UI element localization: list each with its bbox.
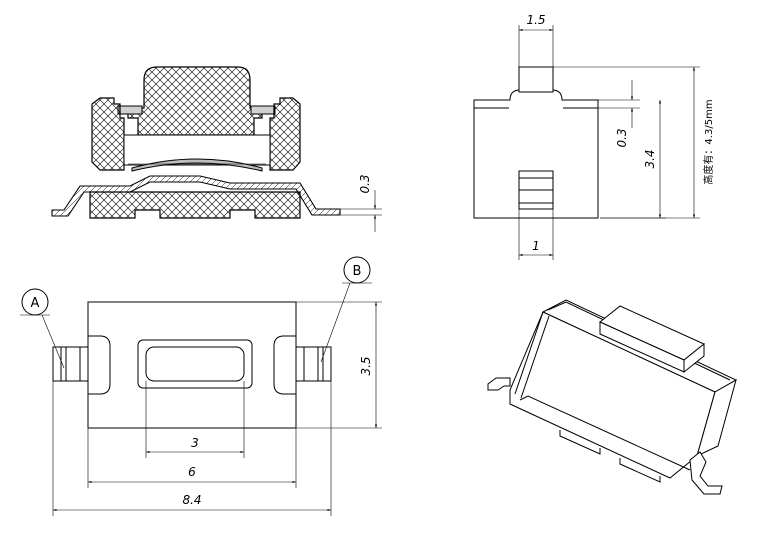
callout-a: A xyxy=(31,296,40,311)
dim-actuator-width: 1.5 xyxy=(526,13,545,27)
left-lead xyxy=(52,346,89,382)
dim-width: 3.5 xyxy=(359,356,373,375)
top-view: A B 3.5 3 6 8.4 xyxy=(20,256,382,516)
dim-lead-thickness: 0.3 xyxy=(358,174,372,193)
end-view: 1.5 1 0.3 3.4 高度有：4.3/5mm xyxy=(473,13,715,260)
iso-right-lead xyxy=(689,451,723,495)
dim-button-length: 3 xyxy=(191,436,199,450)
right-slot xyxy=(273,335,297,395)
top-button-inner xyxy=(145,346,245,382)
dim-body-height: 3.4 xyxy=(643,149,657,168)
iso-actuator-side xyxy=(683,342,705,374)
dim-body-length: 6 xyxy=(188,465,196,479)
dim-lead-width: 1 xyxy=(532,239,540,253)
metal-dome xyxy=(131,158,263,172)
retaining-plate-left xyxy=(117,105,143,115)
end-actuator xyxy=(518,66,554,93)
retaining-plate-right xyxy=(250,105,276,115)
dim-offset: 0.3 xyxy=(615,128,629,147)
housing-base xyxy=(89,191,301,219)
dim-overall-length: 8.4 xyxy=(182,493,201,507)
left-slot xyxy=(87,335,111,395)
height-note: 高度有：4.3/5mm xyxy=(702,99,715,184)
housing-left-wall xyxy=(91,97,125,171)
housing-right-wall xyxy=(269,97,301,171)
isometric-view xyxy=(487,299,738,495)
callout-b: B xyxy=(353,264,362,279)
actuator-cap xyxy=(127,66,263,136)
side-section-view: 0.3 xyxy=(51,66,382,232)
iso-side-face xyxy=(696,378,737,457)
iso-left-lead xyxy=(487,377,511,391)
right-lead xyxy=(295,346,332,382)
